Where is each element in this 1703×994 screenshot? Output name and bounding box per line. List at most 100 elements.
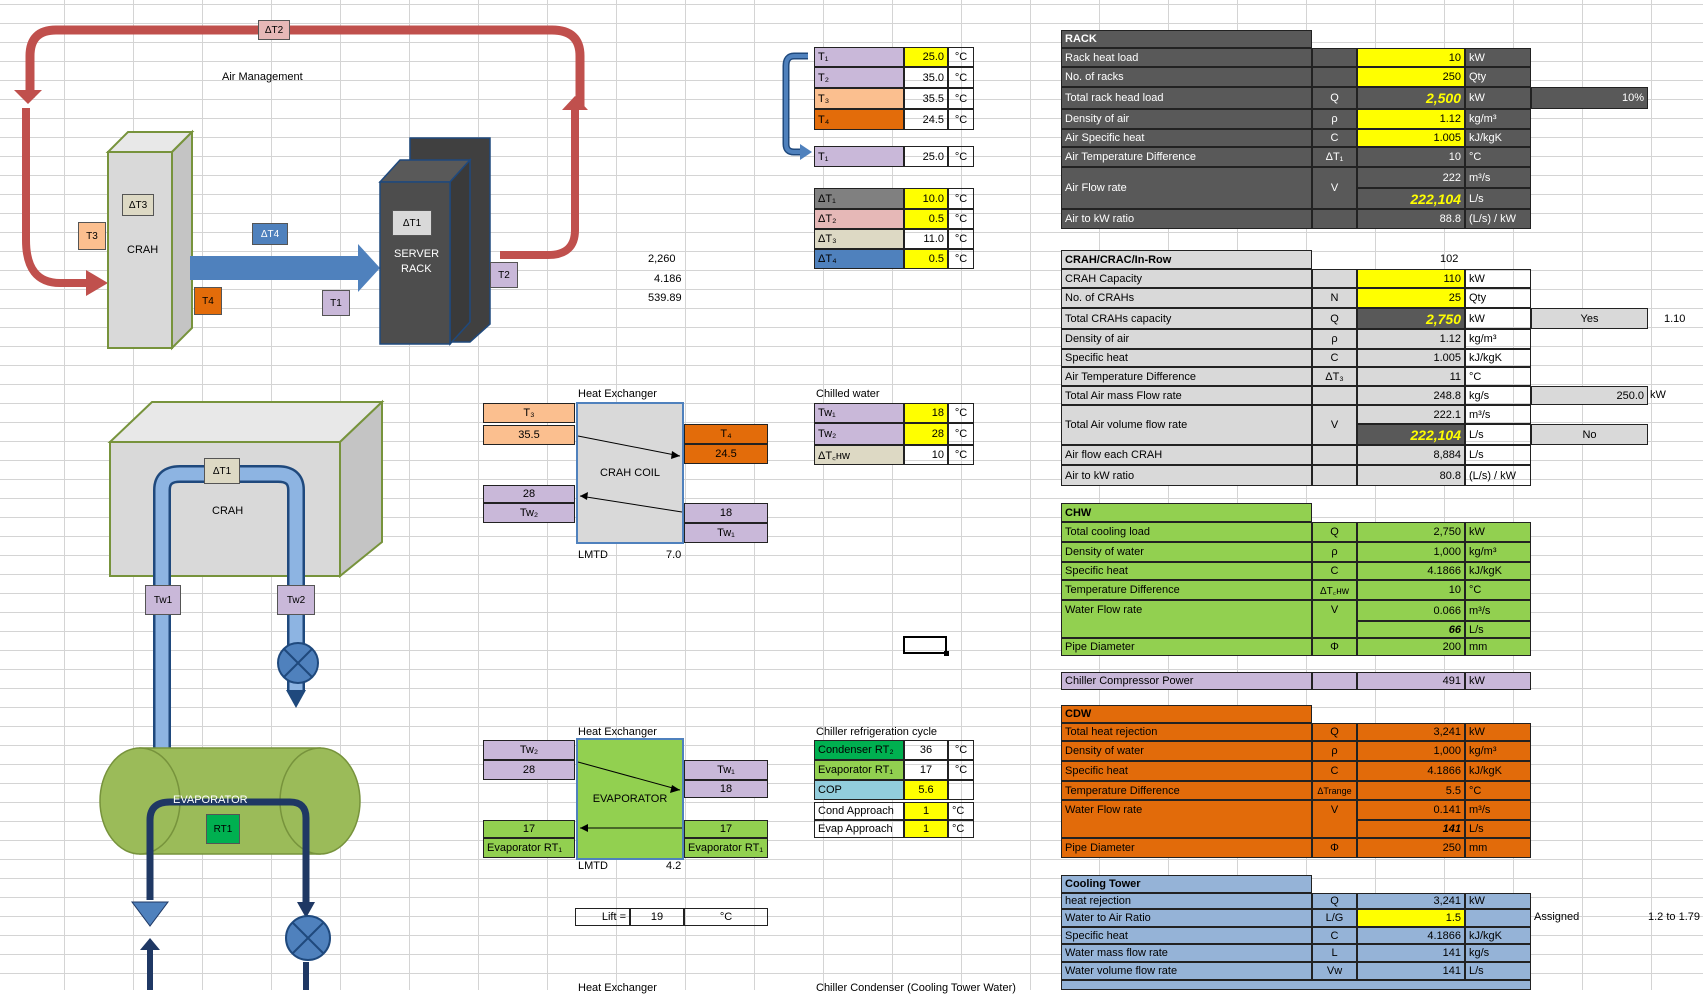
lift-unit: °C	[684, 908, 768, 926]
rack-air-kw-sym	[1312, 209, 1357, 229]
air-flow-each-crah-value[interactable]: 8,884	[1357, 445, 1465, 465]
hx1-tw2-value[interactable]: 28	[483, 485, 575, 503]
hx2-tw2-value[interactable]: 28	[483, 760, 575, 780]
ct-mass-flow-value[interactable]: 141	[1357, 944, 1465, 962]
rack-specific-heat-label: Air Specific heat	[1061, 129, 1312, 147]
rack-air-kw-value[interactable]: 88.8	[1357, 209, 1465, 229]
cdw-pipe-value[interactable]: 250	[1357, 838, 1465, 858]
dt1-value[interactable]: 10.0	[904, 188, 948, 209]
chw-flow-ls-unit: L/s	[1465, 621, 1531, 638]
crah-header: CRAH/CRAC/In-Row	[1061, 250, 1312, 269]
crah-temp-diff-value[interactable]: 11	[1357, 367, 1465, 386]
dt3-cell: ΔT₃	[814, 229, 904, 249]
t1-return-arrow	[782, 52, 812, 160]
total-crahs-capacity-unit: kW	[1465, 308, 1531, 329]
no-of-crahs-value[interactable]: 25	[1357, 288, 1465, 308]
chw-pipe-value[interactable]: 200	[1357, 638, 1465, 656]
cop-value[interactable]: 5.6	[904, 780, 948, 800]
cdw-heat-value[interactable]: 3,241	[1357, 723, 1465, 741]
air-volume-flow-unit: m³/s	[1465, 405, 1531, 424]
crah-density-value[interactable]: 1.12	[1357, 329, 1465, 349]
chw-tw1-value[interactable]: 18	[904, 403, 948, 423]
ct-heat-value[interactable]: 3,241	[1357, 893, 1465, 909]
air-volume-flow-value[interactable]: 222.1	[1357, 405, 1465, 424]
condenser-rt2-value[interactable]: 36	[904, 740, 948, 760]
active-cell-cursor[interactable]	[903, 636, 947, 654]
cdw-specific-heat-value[interactable]: 4.1866	[1357, 761, 1465, 781]
chw-load-value[interactable]: 2,750	[1357, 522, 1465, 542]
air-mass-flow-value[interactable]: 248.8	[1357, 386, 1465, 405]
no-of-racks-value[interactable]: 250	[1357, 67, 1465, 87]
evaporator-rt1-value[interactable]: 17	[904, 760, 948, 780]
air-flow-each-crah-sym	[1312, 445, 1357, 465]
t1-repeat-value[interactable]: 25.0	[904, 146, 948, 167]
t1-value[interactable]: 25.0	[904, 47, 948, 67]
dt1-cell: ΔT₁	[814, 188, 904, 209]
chw-tw2-value[interactable]: 28	[904, 423, 948, 445]
ct-ratio-value[interactable]: 1.5	[1357, 909, 1465, 927]
rack-heat-load-value[interactable]: 10	[1357, 48, 1465, 67]
evap-approach-unit: °C	[948, 820, 974, 838]
rack-specific-heat-unit: kJ/kgK	[1465, 129, 1531, 147]
hx2-rt-left-value[interactable]: 17	[483, 820, 575, 838]
total-crahs-capacity-value[interactable]: 2,750	[1357, 308, 1465, 329]
dt1-label: ΔT1	[392, 210, 432, 236]
cdw-flow-value[interactable]: 0.141	[1357, 800, 1465, 820]
t2-value[interactable]: 35.0	[904, 67, 948, 88]
rack-air-flow-sym: V	[1312, 167, 1357, 209]
crah-specific-heat-value[interactable]: 1.005	[1357, 349, 1465, 367]
total-rack-load-value[interactable]: 2,500	[1357, 87, 1465, 109]
crah-capacity-value[interactable]: 110	[1357, 269, 1465, 288]
chw-tw1-unit: °C	[948, 403, 974, 423]
crah2-label: CRAH	[212, 505, 244, 517]
lift-value[interactable]: 19	[630, 908, 684, 926]
crah-coil-label: CRAH COIL	[600, 467, 660, 479]
air-volume-flow-ls-value[interactable]: 222,104	[1357, 424, 1465, 445]
fill-handle[interactable]	[944, 651, 949, 656]
dt2-label: ΔT2	[258, 20, 290, 40]
rack-air-flow-value[interactable]: 222	[1357, 167, 1465, 188]
ct-specific-heat-value[interactable]: 4.1866	[1357, 927, 1465, 944]
t4-value[interactable]: 24.5	[904, 109, 948, 130]
ct-specific-heat-unit: kJ/kgK	[1465, 927, 1531, 944]
chw-flow-value[interactable]: 0.066	[1357, 600, 1465, 621]
chw-flow-ls-value[interactable]: 66	[1357, 621, 1465, 638]
evap-approach-value[interactable]: 1	[904, 820, 948, 838]
chw-load-label: Total cooling load	[1061, 522, 1312, 542]
dt4-value[interactable]: 0.5	[904, 249, 948, 269]
rack-temp-diff-value[interactable]: 10	[1357, 147, 1465, 167]
hx2-tw1-value[interactable]: 18	[684, 780, 768, 798]
dt3-value[interactable]: 11.0	[904, 229, 948, 249]
crah-air-kw-value[interactable]: 80.8	[1357, 465, 1465, 486]
crah-air-kw-sym	[1312, 465, 1357, 486]
cond-approach-value[interactable]: 1	[904, 802, 948, 820]
chw-density-value[interactable]: 1,000	[1357, 542, 1465, 562]
hx2-rt-left-label: Evaporator RT₁	[483, 838, 575, 858]
rack-density-value[interactable]: 1.12	[1357, 109, 1465, 129]
rack-air-flow-ls-value[interactable]: 222,104	[1357, 188, 1465, 209]
ct-volume-flow-value[interactable]: 141	[1357, 962, 1465, 980]
cdw-density-value[interactable]: 1,000	[1357, 741, 1465, 761]
chw-temp-diff-value[interactable]: 10	[1357, 580, 1465, 600]
chw-specific-heat-value[interactable]: 4.1866	[1357, 562, 1465, 580]
dt1-unit: °C	[948, 188, 974, 209]
dt2-value[interactable]: 0.5	[904, 209, 948, 229]
rack-specific-heat-value[interactable]: 1.005	[1357, 129, 1465, 147]
ct-next-row	[1061, 980, 1531, 990]
chw-specific-heat-unit: kJ/kgK	[1465, 562, 1531, 580]
hx1-t3-value[interactable]: 35.5	[483, 425, 575, 445]
chw-flow-sym: V	[1312, 600, 1357, 638]
hx1-t4-value[interactable]: 24.5	[684, 444, 768, 464]
cdw-flow-ls-value[interactable]: 141	[1357, 820, 1465, 838]
cdw-temp-diff-value[interactable]: 5.5	[1357, 781, 1465, 800]
hx1-tw1-value[interactable]: 18	[684, 503, 768, 523]
chw-specific-heat-label: Specific heat	[1061, 562, 1312, 580]
compressor-power-value[interactable]: 491	[1357, 672, 1465, 690]
cdw-pipe-label: Pipe Diameter	[1061, 838, 1312, 858]
cop-cell: COP	[814, 780, 904, 800]
t3-value[interactable]: 35.5	[904, 88, 948, 109]
rack-heat-load-unit: kW	[1465, 48, 1531, 67]
hx2-rt-right-value[interactable]: 17	[684, 820, 768, 838]
chw-density-sym: ρ	[1312, 542, 1357, 562]
chw-dt-value[interactable]: 10	[904, 445, 948, 465]
